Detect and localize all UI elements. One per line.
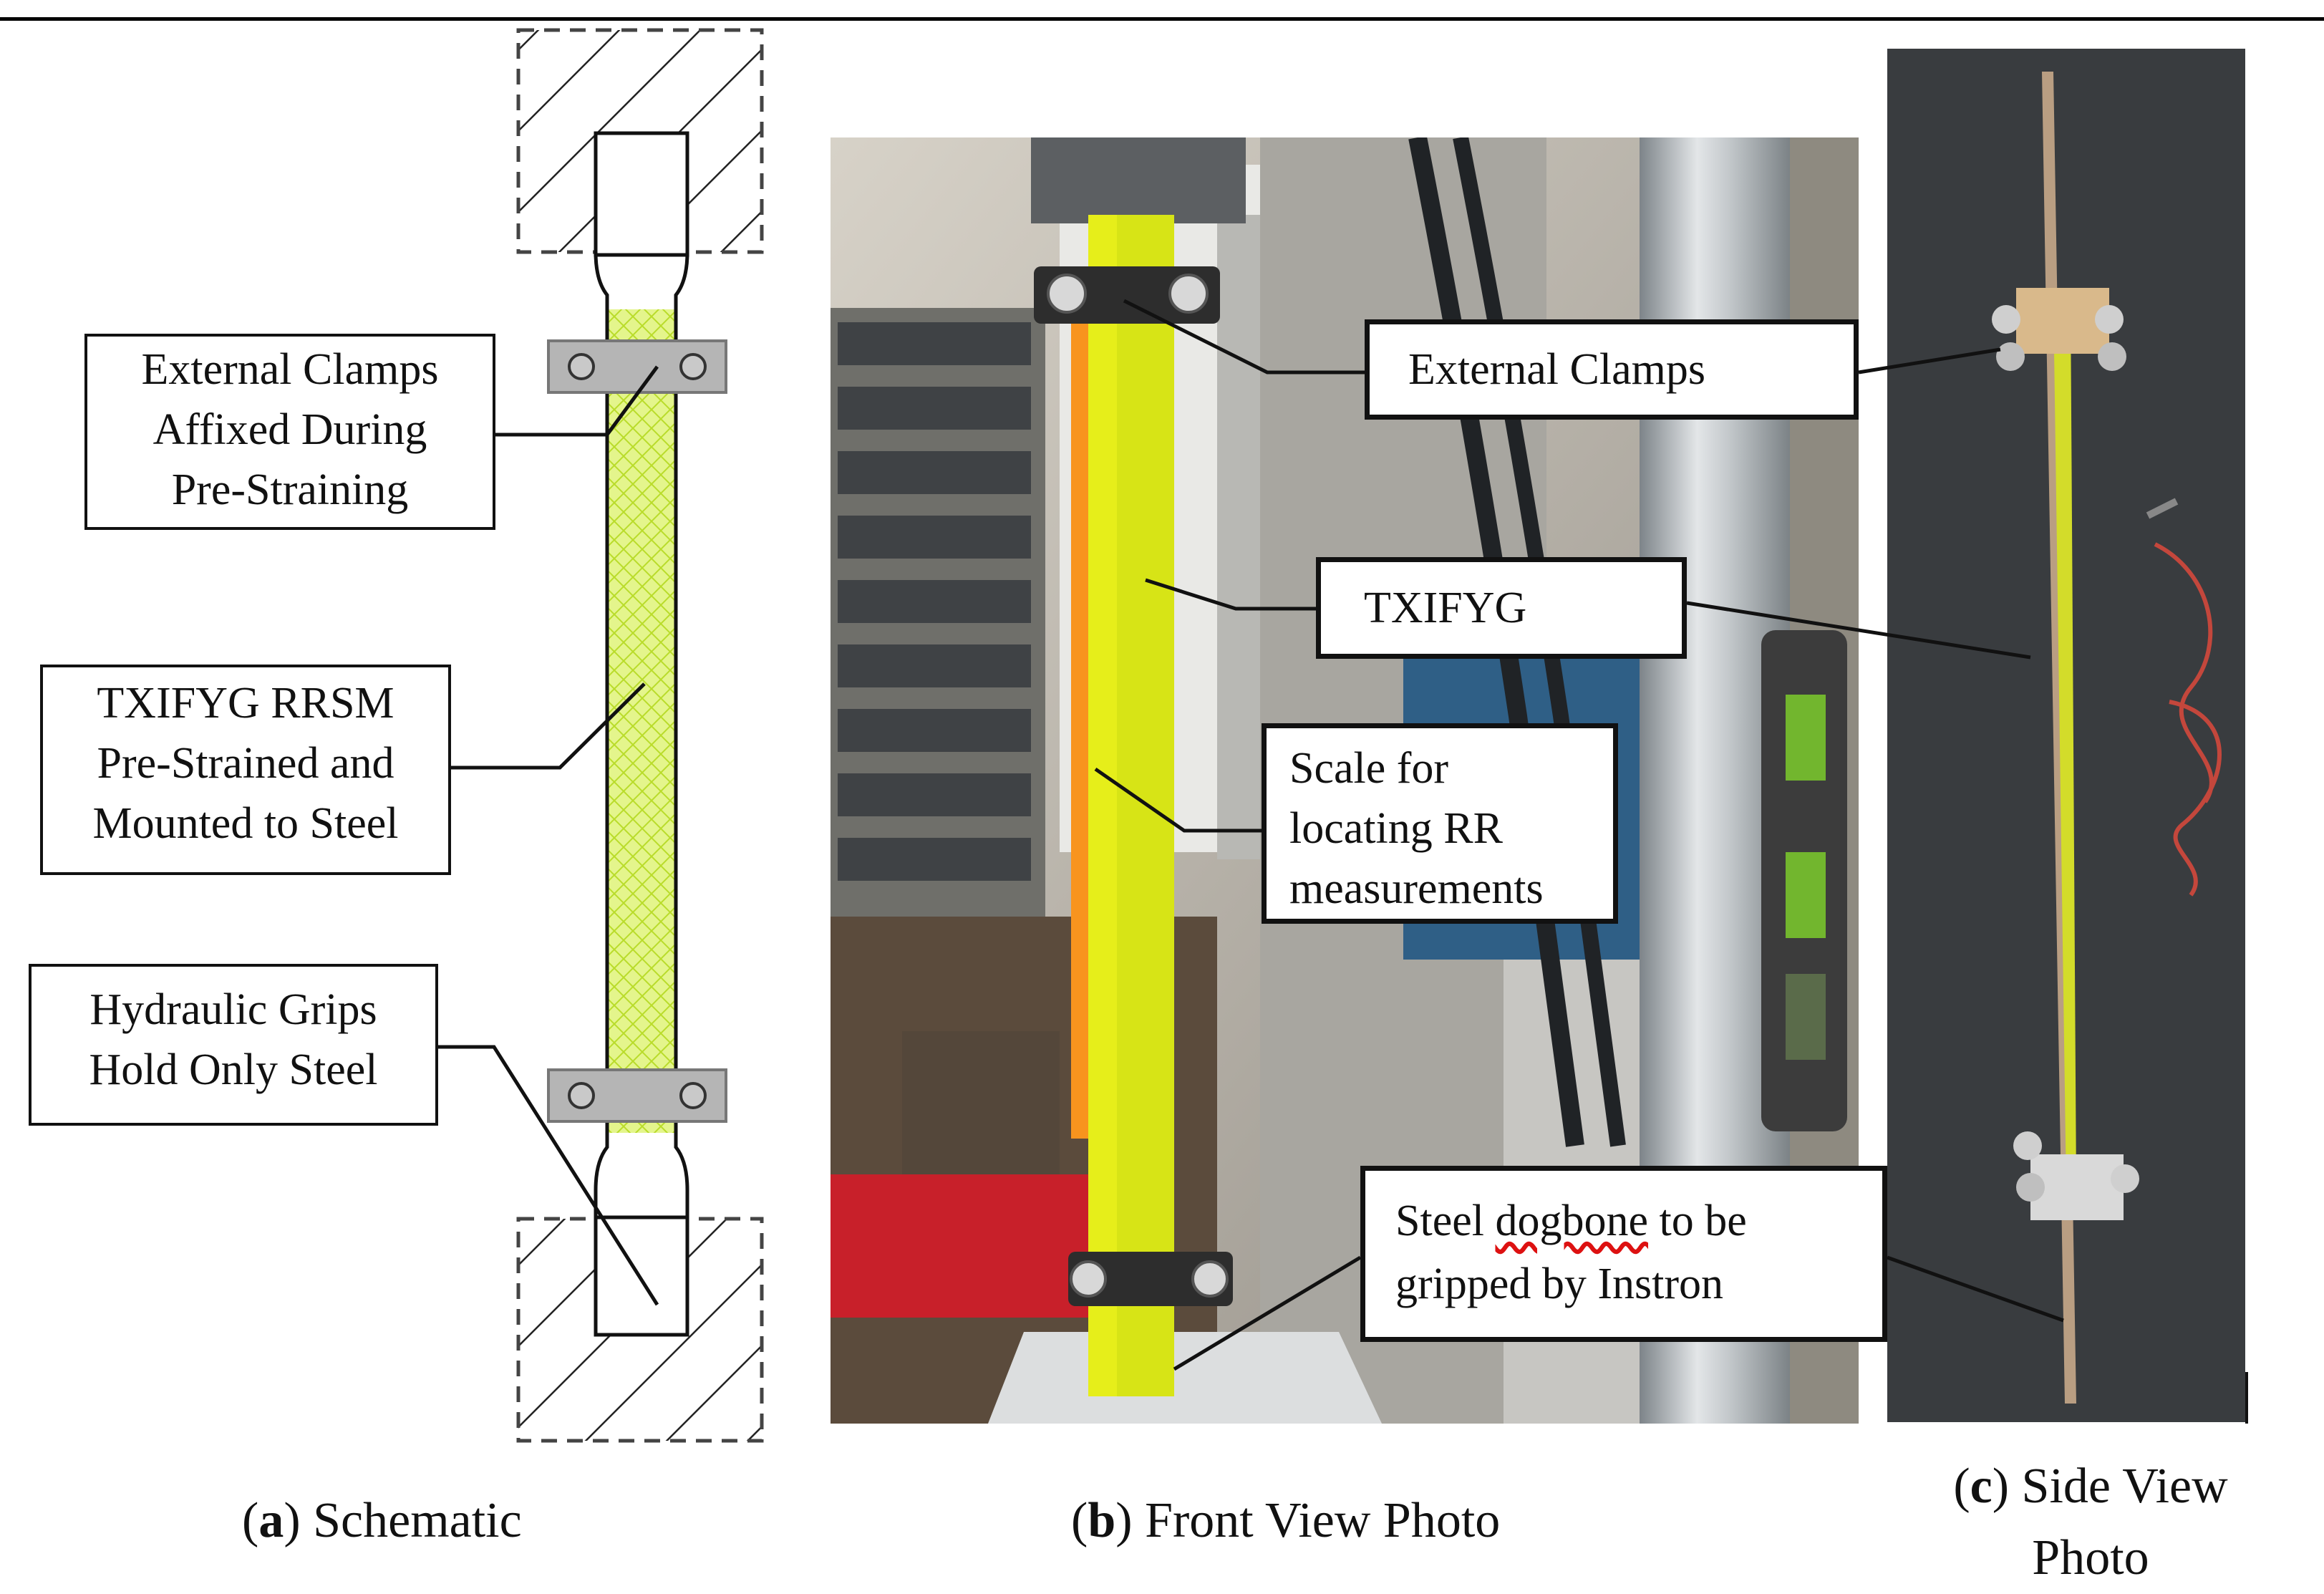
rrsm-strip	[607, 309, 676, 1133]
label-photo-txifyg: TXIFYG	[1316, 557, 1687, 659]
side-top-clamp	[2016, 288, 2109, 354]
photo-dogbone-leader	[1173, 1255, 1362, 1371]
photo-txifyg-leader	[1145, 578, 1316, 611]
top-rule	[0, 17, 2324, 21]
clamps-leader	[495, 365, 659, 437]
photo-scale-leader	[1094, 767, 1262, 833]
side-clamps-leader	[1858, 347, 2001, 375]
label-photo-external-clamps: External Clamps	[1365, 319, 1859, 420]
caption-c: (c) Side View Photo	[1953, 1459, 2228, 1585]
side-bottom-clamp	[2030, 1154, 2124, 1220]
caption-a: (a) Schematic	[242, 1493, 522, 1548]
label-external-clamps-affixed: External Clamps Affixed During Pre-Strai…	[84, 334, 495, 530]
label-photo-dogbone: Steel dogbone to be gripped by Instron	[1360, 1166, 1887, 1342]
spellcheck-underlined-word: dogbone	[1495, 1197, 1649, 1245]
side-txifyg-leader	[1686, 601, 2031, 660]
caption-b: (b) Front View Photo	[1071, 1493, 1501, 1548]
label-hydraulic-grips: Hydraulic Grips Hold Only Steel	[29, 964, 438, 1126]
grips-leader	[438, 1045, 659, 1306]
side-dogbone-leader	[1887, 1255, 2064, 1323]
photo-bottom-clamp	[1068, 1252, 1233, 1306]
rrsm-leader	[451, 682, 646, 770]
label-txifyg-rrsm: TXIFYG RRSM Pre-Strained and Mounted to …	[40, 665, 451, 875]
photo-clamps-leader	[1123, 299, 1365, 375]
label-photo-scale: Scale for locating RR measurements	[1262, 723, 1618, 924]
